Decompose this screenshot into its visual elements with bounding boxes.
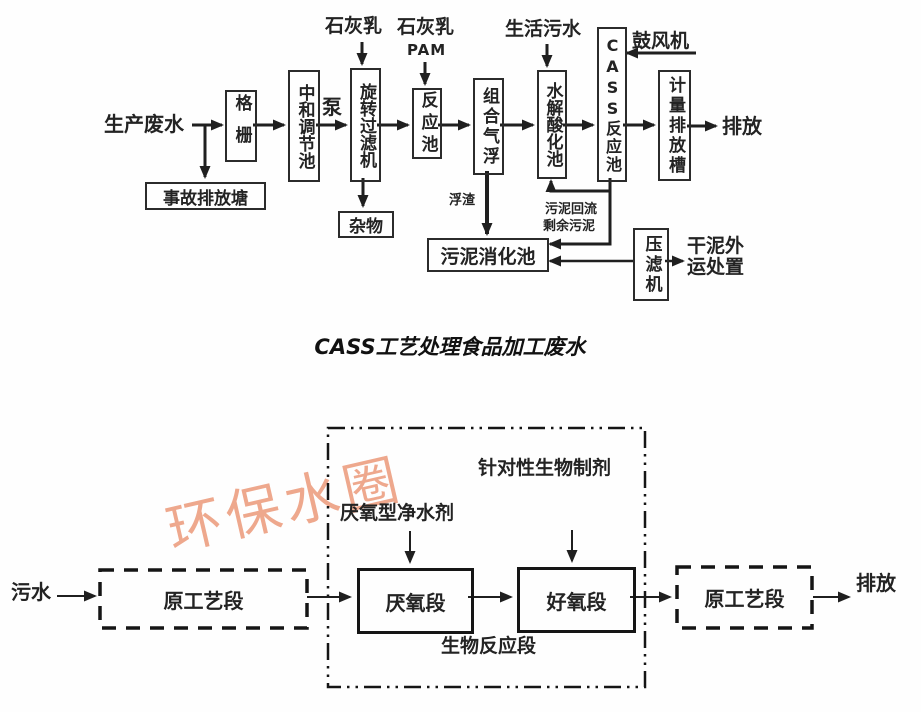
box-grid: 格栅 xyxy=(225,90,257,162)
box-air-flotation: 组合气浮 xyxy=(473,78,504,175)
label-discharge-1: 排放 xyxy=(722,114,762,138)
original-stage-1-dashed-frame xyxy=(98,568,309,630)
label-bio-reaction-section: 生物反应段 xyxy=(441,635,537,657)
label-pam: PAM xyxy=(407,41,447,59)
label-discharge-2: 排放 xyxy=(856,571,896,595)
label-lime-milk-1: 石灰乳 xyxy=(325,15,383,37)
label-blower: 鼓风机 xyxy=(632,30,690,52)
label-targeted-bio-agent: 针对性生物制剂 xyxy=(478,457,612,479)
arrow-sludge-return xyxy=(545,178,612,193)
box-original-stage-1-label: 原工艺段 xyxy=(163,588,244,613)
label-domestic-sewage: 生活污水 xyxy=(505,18,582,40)
box-original-stage-2-label: 原工艺段 xyxy=(704,587,785,611)
box-rotary-filter: 旋转过滤机 xyxy=(350,68,381,182)
label-production-wastewater: 生产废水 xyxy=(104,112,184,136)
box-reaction-tank: 反应池 xyxy=(412,88,442,159)
label-excess-sludge: 剩余污泥 xyxy=(543,219,596,234)
bio-section-dashdot-frame xyxy=(326,426,647,689)
box-cass-tank: CASS反应池 xyxy=(597,27,627,182)
box-filter-press: 压滤机 xyxy=(633,228,669,301)
arrow-excess-sludge xyxy=(548,191,612,250)
label-scum: 浮渣 xyxy=(449,193,476,208)
box-metering-tank: 计量排放槽 xyxy=(658,70,691,181)
box-accident-pond: 事故排放塘 xyxy=(145,182,266,210)
label-dry-mud-disposal: 干泥外运处置 xyxy=(687,236,744,278)
box-sludge-digestion-tank: 污泥消化池 xyxy=(427,238,549,272)
original-stage-2-dashed-frame xyxy=(675,565,814,630)
label-lime-milk-2: 石灰乳 xyxy=(397,16,455,38)
label-anaerobic-agent: 厌氧型净水剂 xyxy=(340,502,455,524)
label-sludge-return: 污泥回流 xyxy=(545,202,598,217)
box-aerobic-stage: 好氧段 xyxy=(517,567,636,633)
label-dry-mud-line2: 运处置 xyxy=(687,256,745,278)
label-dry-mud-line1: 干泥外 xyxy=(687,235,745,257)
box-neutralization-tank: 中和调节池 xyxy=(288,70,320,182)
diagram1-title: CASS工艺处理食品加工废水 xyxy=(314,335,586,359)
label-sewage: 污水 xyxy=(11,580,51,604)
label-pump: 泵 xyxy=(322,95,342,119)
box-debris: 杂物 xyxy=(338,211,394,238)
box-anaerobic-stage: 厌氧段 xyxy=(357,568,474,634)
box-hydrolysis-tank: 水解酸化池 xyxy=(537,70,567,179)
